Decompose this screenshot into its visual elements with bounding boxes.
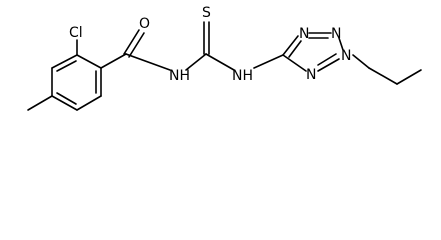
bond-c4-methyl [27,95,53,111]
ring-bond-c4-c5 [51,95,78,111]
ring-bond-c2-c3 [51,54,78,69]
oxygen-atom-label: O [139,16,150,32]
bond-carbonyl-nh [125,53,171,71]
ring-bond-c1-c2 [76,54,102,69]
atom-labels: Cl O S NH NH N N N N [69,5,351,84]
amide-nh-label: NH [169,68,190,84]
tetrazole-bond-n3-n2 [338,37,344,51]
tetrazole-n-right-label: N [331,26,341,42]
bond-thiocarbonyl-nh [205,53,235,71]
chemical-structure-diagram: Cl O S NH NH N N N N [27,5,422,111]
amine-nh-label: NH [232,68,253,84]
tetrazole-bond-n2-n1 [317,58,340,72]
ring-double-bond-c4-c5 [56,92,77,105]
ring-double-bond-c2-c3 [56,60,77,72]
bond-nh-thiocarbonyl [185,53,207,71]
tetrazole-n-top-label: N [299,26,309,42]
tetrazole-bond-c5-n4 [282,35,299,56]
bond-ring-carbonyl [100,53,127,69]
ring-bond-c5-c6 [76,95,102,111]
bond-propyl-c2-c3 [396,69,422,85]
sulfur-atom-label: S [202,5,211,21]
tetrazole-n-far-right-label: N [341,48,351,64]
bond-carbonyl-o-double [128,32,145,58]
bond-carbonyl-o [123,29,140,55]
chlorine-atom-label: Cl [69,25,83,41]
bond-lines [27,21,422,111]
tetrazole-bond-n1-c5 [282,54,307,72]
bond-nh-tetrazole [253,54,284,69]
tetrazole-double-bond-c5-n4 [288,40,302,58]
tetrazole-double-bond-n2-n1 [317,53,337,66]
bond-propyl-c1-c2 [368,67,398,85]
tetrazole-n-bottom-label: N [306,67,316,83]
bond-n2-propyl-c1 [352,54,370,69]
